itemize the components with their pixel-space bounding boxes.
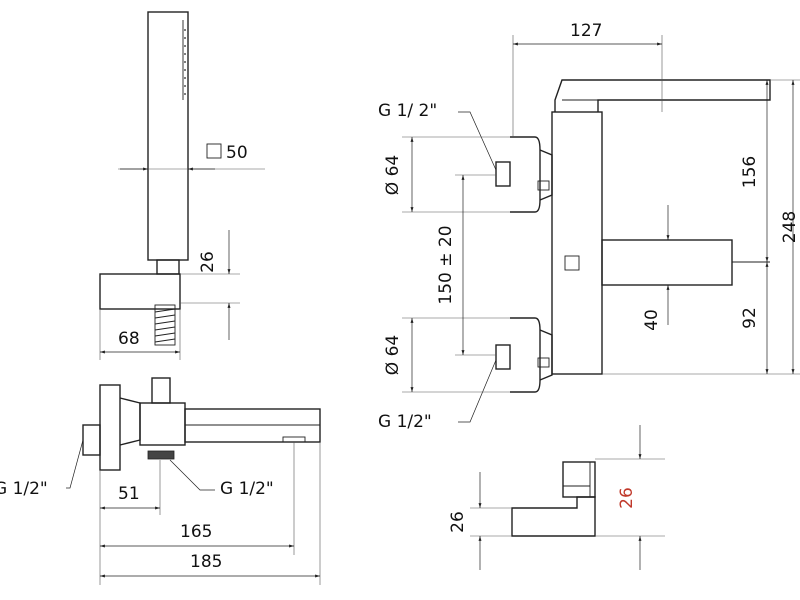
dim-holder-width: 68: [118, 329, 140, 349]
leader-outlet: [169, 459, 215, 491]
dim-flange-bottom: Ø 64: [383, 335, 403, 375]
dim-inlet-left: G 1/2": [0, 479, 48, 499]
flange-plug-top: [537, 180, 550, 191]
connector-body: [119, 397, 141, 446]
hand-shower-view: 50 26 68: [99, 11, 265, 360]
dim-inlet-top: G 1/ 2": [378, 101, 437, 121]
dim-upper-height: 156: [740, 156, 760, 188]
shower-holes: [184, 29, 186, 95]
dim-spout-length: 165: [180, 522, 212, 542]
spout-side: [601, 239, 733, 286]
holder-thread-lines: [154, 308, 176, 343]
spout-aerator: [282, 436, 306, 443]
leader-inlet-left: [66, 439, 84, 489]
lever-detail-outline: [511, 496, 596, 537]
lever-detail-cap: [562, 461, 596, 498]
dim-holder-height: 26: [198, 251, 218, 273]
dim-body-depth: 127: [570, 21, 602, 41]
dim-center-distance: 150 ± 20: [436, 225, 456, 304]
mixer-side-view: 127 G 1/ 2" G 1/2" Ø 64 Ø 64 150 ± 20 40: [378, 21, 800, 432]
dim-handle-height: 26: [448, 511, 468, 533]
dim-overall-length: 185: [190, 552, 222, 572]
wall-flange-left: [99, 384, 121, 471]
lever-handle: [554, 79, 771, 112]
lever-detail: 26 26: [448, 425, 665, 570]
dim-overall-height: 248: [780, 211, 800, 243]
hose-connector: [156, 259, 180, 275]
dim-inlet-offset: 51: [118, 484, 140, 504]
outlet-thread-block: [147, 450, 175, 460]
flange-bottom: [510, 317, 541, 393]
dim-flange-top: Ø 64: [383, 155, 403, 195]
dim-lower-height: 92: [740, 307, 760, 329]
dim-handle-height-alt: 26: [617, 487, 637, 509]
connector-top: [539, 149, 553, 201]
leader-inlet-top: [458, 111, 497, 171]
body-indicator: [564, 255, 580, 271]
flange-plug-bottom: [537, 357, 550, 368]
wall-holder: [99, 273, 181, 310]
dim-hand-shower-square: 50: [226, 143, 248, 163]
dim-inlet-bottom: G 1/2": [378, 412, 432, 432]
spout-top: [184, 408, 321, 443]
flange-top: [510, 136, 541, 213]
dim-outlet-thread: G 1/2": [220, 479, 274, 499]
mixer-top-view: G 1/2" G 1/2" 51 165 185: [0, 377, 321, 585]
dim-spout-height: 40: [642, 309, 662, 331]
leader-inlet-bottom: [458, 359, 497, 423]
inlet-nut-bottom: [495, 344, 511, 370]
holder-thread: [154, 304, 176, 346]
inlet-nut-top: [495, 161, 511, 187]
hand-shower-handle: [147, 11, 189, 261]
connector-bottom: [539, 329, 553, 381]
square-symbol: [206, 143, 222, 159]
main-body-top: [139, 402, 186, 446]
inlet-stub-left: [82, 424, 101, 456]
main-body: [551, 111, 603, 375]
lever-top: [151, 377, 171, 404]
